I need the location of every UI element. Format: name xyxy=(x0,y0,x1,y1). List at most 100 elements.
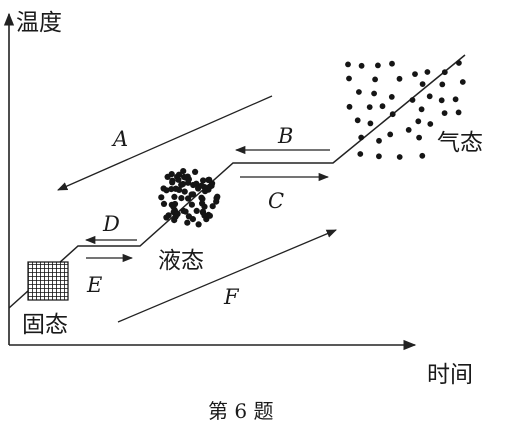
particle-dot xyxy=(202,188,209,195)
x-axis-label: 时间 xyxy=(427,362,473,388)
particle-dot xyxy=(426,93,433,100)
label-c: C xyxy=(268,189,284,213)
particle-dot xyxy=(441,69,448,76)
particle-dot xyxy=(409,97,416,103)
particle-dot xyxy=(185,213,192,220)
particle-dot xyxy=(178,181,185,188)
particle-dot xyxy=(345,61,351,68)
particle-dot xyxy=(452,96,459,103)
particle-dot xyxy=(376,153,382,160)
particle-dot xyxy=(172,185,179,192)
particle-dot xyxy=(181,188,188,195)
particle-dot xyxy=(439,81,446,88)
particle-dot xyxy=(366,104,373,110)
particle-dot xyxy=(459,79,466,85)
particle-dot xyxy=(455,109,462,116)
particle-dot xyxy=(182,208,189,215)
particle-dot xyxy=(412,71,418,77)
particle-dot xyxy=(376,137,382,144)
particle-dot xyxy=(396,75,403,82)
particle-dot xyxy=(205,176,212,184)
particle-dot xyxy=(356,89,362,95)
figure-caption: 第 6 题 xyxy=(208,399,273,423)
arrow-f xyxy=(117,229,337,323)
particle-dot xyxy=(379,103,386,110)
particle-dot xyxy=(209,203,216,210)
arrow-a xyxy=(57,95,273,191)
particle-dot xyxy=(175,176,182,183)
particle-dot xyxy=(375,62,381,69)
particle-dot xyxy=(372,76,378,83)
particle-dot xyxy=(188,191,195,198)
particle-dot xyxy=(367,120,374,127)
particle-dot xyxy=(389,111,396,118)
gas-particles xyxy=(345,60,466,160)
label-d: D xyxy=(102,212,120,236)
particle-dot xyxy=(387,131,394,138)
solid-particles xyxy=(27,261,69,301)
particle-dot xyxy=(405,126,412,133)
particle-dot xyxy=(169,179,176,186)
particle-dot xyxy=(193,180,200,187)
particle-dot xyxy=(160,200,168,207)
particle-dot xyxy=(193,207,200,214)
particle-dot xyxy=(371,90,377,97)
particle-dot xyxy=(201,203,208,210)
y-axis-label: 温度 xyxy=(16,10,62,36)
particle-dot xyxy=(418,106,425,113)
particle-dot xyxy=(389,60,395,67)
particle-dot xyxy=(388,94,395,100)
liquid-particles xyxy=(158,168,221,228)
particle-dot xyxy=(201,212,208,219)
particle-dot xyxy=(168,186,175,193)
label-e: E xyxy=(86,273,102,297)
particle-dot xyxy=(416,134,422,141)
label-b: B xyxy=(277,124,293,148)
particle-dot xyxy=(419,81,426,87)
heating-curve xyxy=(8,54,466,309)
particle-dot xyxy=(192,168,199,175)
particle-dot xyxy=(164,173,171,180)
solid-label: 固态 xyxy=(22,312,68,338)
particle-dot xyxy=(354,117,361,124)
particle-dot xyxy=(415,118,422,125)
particle-dot xyxy=(180,168,187,175)
particle-dot xyxy=(174,210,181,217)
particle-dot xyxy=(346,103,353,110)
particle-dot xyxy=(438,97,445,104)
particle-dot xyxy=(195,221,202,228)
particle-dot xyxy=(158,194,165,201)
particle-dot xyxy=(185,195,192,202)
particle-dot xyxy=(188,201,195,208)
particle-dot xyxy=(357,151,364,157)
particle-dot xyxy=(178,195,185,202)
gas-label: 气态 xyxy=(437,130,483,156)
label-a: A xyxy=(111,127,128,151)
label-f: F xyxy=(223,285,240,309)
particle-dot xyxy=(175,171,183,178)
particle-dot xyxy=(424,69,431,75)
axes xyxy=(3,12,417,351)
particle-dot xyxy=(198,182,205,189)
particle-dot xyxy=(213,198,220,205)
particle-dot xyxy=(396,154,403,160)
particle-dot xyxy=(358,62,365,69)
particle-dot xyxy=(199,195,206,203)
particle-dot xyxy=(184,219,191,226)
particle-dot xyxy=(200,177,207,184)
particle-dot xyxy=(170,203,177,210)
particle-dot xyxy=(171,193,178,200)
liquid-label: 液态 xyxy=(158,248,204,274)
particle-dot xyxy=(214,193,221,200)
particle-dot xyxy=(419,152,426,159)
particle-dot xyxy=(358,134,365,141)
particle-dot xyxy=(185,176,192,183)
particle-dot xyxy=(163,214,170,221)
particle-dot xyxy=(346,75,352,82)
particle-dot xyxy=(206,212,213,219)
particle-dot xyxy=(160,185,167,192)
particle-dot xyxy=(441,110,448,116)
particle-dot xyxy=(427,121,434,127)
particle-dot xyxy=(456,60,462,66)
